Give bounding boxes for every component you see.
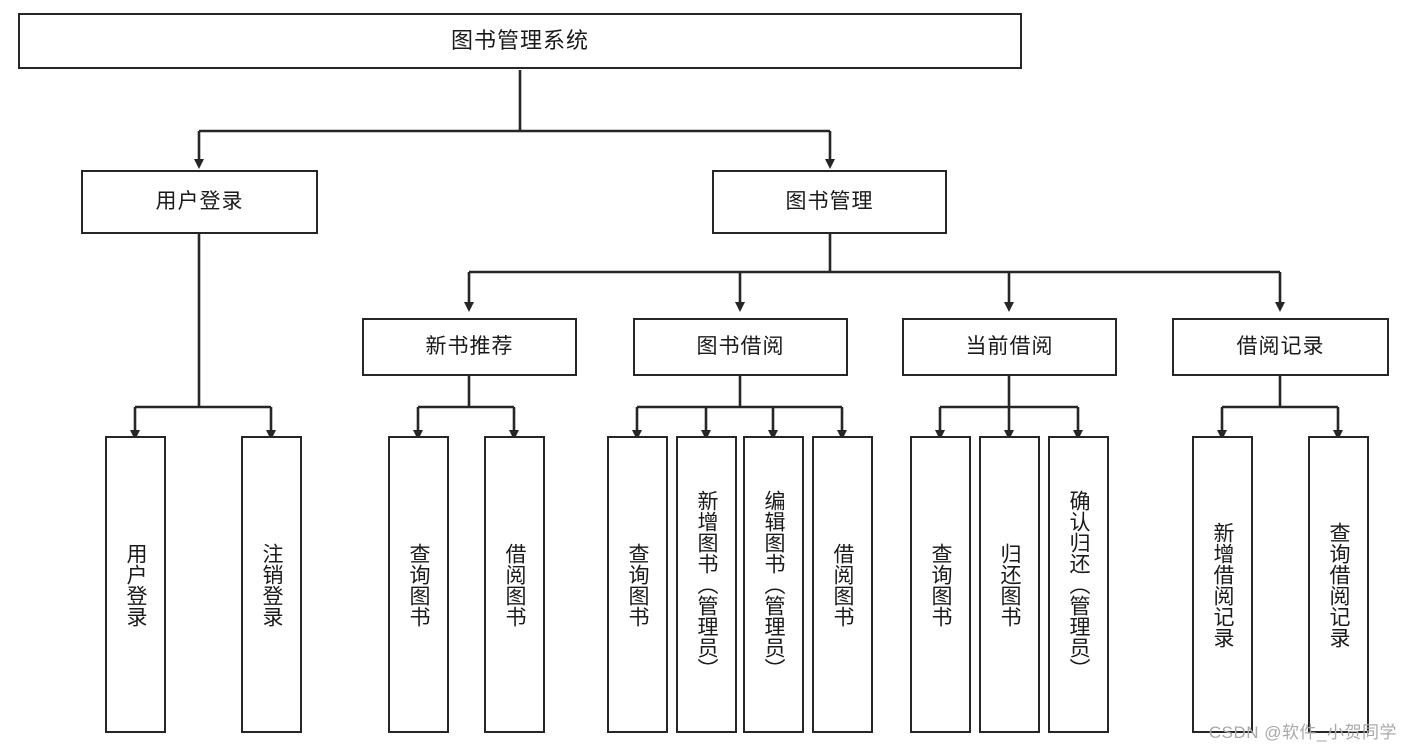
node-leaf-add-book-label: 新增图书（管理员） bbox=[695, 490, 718, 679]
node-book-management-label: 图书管理 bbox=[785, 189, 874, 213]
node-current-borrow-label: 当前借阅 bbox=[965, 334, 1054, 358]
node-borrow-record-label: 借阅记录 bbox=[1236, 334, 1325, 358]
node-book-borrow-label: 图书借阅 bbox=[696, 334, 785, 358]
node-leaf-query-book-recommend-label: 查询图书 bbox=[407, 542, 430, 627]
node-new-book-recommend-label: 新书推荐 bbox=[425, 334, 514, 358]
node-leaf-logout-login[interactable]: 注销登录 bbox=[241, 436, 302, 733]
node-root-book-management-system[interactable]: 图书管理系统 bbox=[18, 13, 1022, 69]
node-leaf-borrow-book-recommend-label: 借阅图书 bbox=[503, 542, 526, 627]
node-leaf-confirm-return-label: 确认归还（管理员） bbox=[1067, 490, 1090, 679]
node-leaf-user-login-label: 用户登录 bbox=[124, 542, 147, 627]
node-current-borrow[interactable]: 当前借阅 bbox=[902, 318, 1117, 376]
node-user-login[interactable]: 用户登录 bbox=[81, 170, 318, 234]
node-leaf-borrow-book[interactable]: 借阅图书 bbox=[812, 436, 873, 733]
node-leaf-borrow-book-label: 借阅图书 bbox=[831, 542, 854, 627]
node-leaf-query-book-current[interactable]: 查询图书 bbox=[910, 436, 971, 733]
node-new-book-recommend[interactable]: 新书推荐 bbox=[362, 318, 577, 376]
node-leaf-return-book[interactable]: 归还图书 bbox=[979, 436, 1040, 733]
node-leaf-query-book-borrow-label: 查询图书 bbox=[626, 542, 649, 627]
node-leaf-edit-book[interactable]: 编辑图书（管理员） bbox=[743, 436, 804, 733]
node-leaf-query-borrow-record-label: 查询借阅记录 bbox=[1327, 521, 1350, 648]
node-leaf-add-borrow-record[interactable]: 新增借阅记录 bbox=[1192, 436, 1253, 733]
node-leaf-logout-login-label: 注销登录 bbox=[260, 542, 283, 627]
node-leaf-query-book-borrow[interactable]: 查询图书 bbox=[607, 436, 668, 733]
node-leaf-return-book-label: 归还图书 bbox=[998, 542, 1021, 627]
node-leaf-borrow-book-recommend[interactable]: 借阅图书 bbox=[484, 436, 545, 733]
node-root-label: 图书管理系统 bbox=[450, 28, 589, 54]
node-leaf-query-book-current-label: 查询图书 bbox=[929, 542, 952, 627]
node-leaf-confirm-return[interactable]: 确认归还（管理员） bbox=[1048, 436, 1109, 733]
node-book-management[interactable]: 图书管理 bbox=[712, 170, 947, 234]
node-leaf-user-login[interactable]: 用户登录 bbox=[105, 436, 166, 733]
node-leaf-query-book-recommend[interactable]: 查询图书 bbox=[388, 436, 449, 733]
node-borrow-record[interactable]: 借阅记录 bbox=[1172, 318, 1389, 376]
node-book-borrow[interactable]: 图书借阅 bbox=[633, 318, 848, 376]
node-leaf-query-borrow-record[interactable]: 查询借阅记录 bbox=[1308, 436, 1369, 733]
node-user-login-label: 用户登录 bbox=[155, 189, 244, 213]
node-leaf-add-borrow-record-label: 新增借阅记录 bbox=[1211, 521, 1234, 648]
node-leaf-add-book[interactable]: 新增图书（管理员） bbox=[676, 436, 737, 733]
node-leaf-edit-book-label: 编辑图书（管理员） bbox=[762, 490, 785, 679]
